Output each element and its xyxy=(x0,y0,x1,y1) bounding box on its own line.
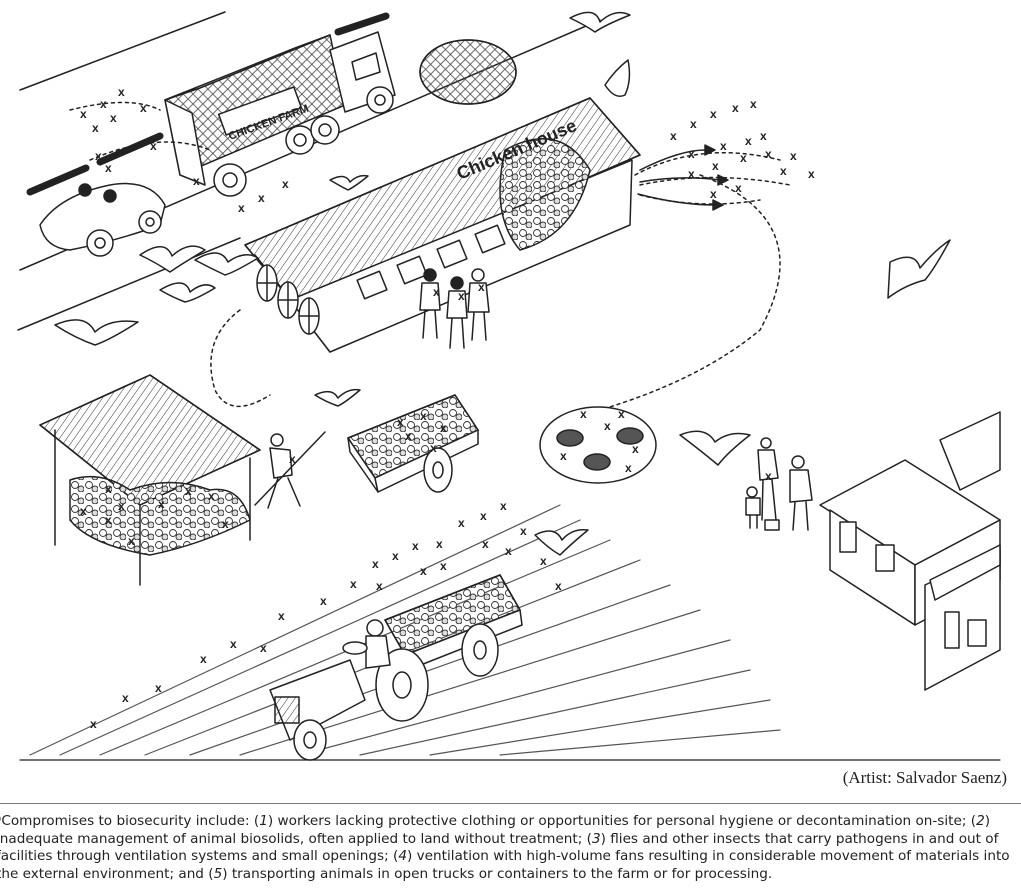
x-marker: x xyxy=(808,167,815,181)
netted-birds-sphere xyxy=(419,39,517,105)
x-marker: x xyxy=(80,107,87,121)
x-marker: x xyxy=(412,539,419,553)
artist-credit: (Artist: Salvador Saenz) xyxy=(842,768,1007,787)
x-marker: x xyxy=(140,101,147,115)
chicken-house: Chicken house xyxy=(244,97,641,353)
x-marker: x xyxy=(580,407,587,421)
x-marker: x xyxy=(282,177,289,191)
x-marker: x xyxy=(155,681,162,695)
x-marker: x xyxy=(128,534,135,548)
chicken-farm-truck: CHICKEN FARM xyxy=(164,31,396,197)
convertible-car xyxy=(39,182,166,257)
x-marker: x xyxy=(95,149,102,163)
divider-line xyxy=(0,803,1021,804)
x-marker: x xyxy=(90,717,97,731)
x-marker: x xyxy=(92,121,99,135)
x-marker: x xyxy=(320,594,327,608)
x-marker: x xyxy=(458,516,465,530)
x-marker: x xyxy=(440,559,447,573)
x-marker: x xyxy=(193,174,200,188)
x-marker: x xyxy=(208,489,215,503)
family-group xyxy=(745,437,813,531)
x-marker: x xyxy=(458,289,465,303)
x-marker: x xyxy=(505,544,512,558)
x-marker: x xyxy=(278,609,285,623)
x-marker: x xyxy=(500,499,507,513)
insects-magnified xyxy=(539,406,657,484)
x-marker: x xyxy=(688,147,695,161)
x-marker: x xyxy=(397,415,404,429)
x-marker: x xyxy=(350,577,357,591)
x-marker: x xyxy=(372,557,379,571)
x-marker: x xyxy=(430,441,437,455)
x-marker: x xyxy=(105,161,112,175)
x-marker: x xyxy=(222,517,229,531)
x-marker: x xyxy=(480,509,487,523)
x-marker: x xyxy=(765,147,772,161)
x-marker: x xyxy=(289,452,296,466)
x-marker: x xyxy=(750,97,757,111)
x-marker: x xyxy=(260,641,267,655)
x-marker: x xyxy=(376,579,383,593)
manure-shed xyxy=(39,374,261,586)
x-marker: x xyxy=(118,499,125,513)
biosecurity-illustration: CHICKEN FARM Chicken house xyxy=(17,11,1001,761)
x-marker: x xyxy=(790,149,797,163)
residential-houses xyxy=(819,411,1001,691)
x-marker: x xyxy=(158,497,165,511)
x-marker: x xyxy=(238,201,245,215)
x-marker: x xyxy=(670,129,677,143)
x-marker: x xyxy=(105,482,112,496)
x-marker: x xyxy=(520,524,527,538)
x-marker: x xyxy=(482,537,489,551)
x-marker: x xyxy=(604,419,611,433)
x-marker: x xyxy=(710,107,717,121)
poultry-cart xyxy=(347,394,479,493)
x-marker: x xyxy=(732,101,739,115)
x-marker: x xyxy=(440,421,447,435)
x-marker: x xyxy=(110,111,117,125)
figure-caption: ᵃCompromises to biosecurity include: (1)… xyxy=(0,813,1010,882)
x-marker: x xyxy=(760,129,767,143)
x-marker: x xyxy=(436,537,443,551)
x-marker: x xyxy=(433,285,440,299)
x-marker: x xyxy=(710,187,717,201)
x-marker: x xyxy=(688,167,695,181)
fan-exhaust-arrows xyxy=(637,144,729,211)
x-marker: x xyxy=(632,442,639,456)
tractor-with-trailer xyxy=(269,574,523,761)
x-marker: x xyxy=(720,139,727,153)
wild-birds xyxy=(54,11,951,556)
x-marker: x xyxy=(185,484,192,498)
x-marker: x xyxy=(780,164,787,178)
x-marker: x xyxy=(740,151,747,165)
x-marker: x xyxy=(100,97,107,111)
x-marker: x xyxy=(405,429,412,443)
x-marker: x xyxy=(80,504,87,518)
x-marker: x xyxy=(555,579,562,593)
x-marker: x xyxy=(478,280,485,294)
x-marker: x xyxy=(420,409,427,423)
x-marker: x xyxy=(560,449,567,463)
x-marker: x xyxy=(118,85,125,99)
x-marker: x xyxy=(625,461,632,475)
workers-group xyxy=(419,268,490,349)
x-marker: x xyxy=(618,407,625,421)
x-marker: x xyxy=(150,139,157,153)
x-marker: x xyxy=(392,549,399,563)
x-marker: x xyxy=(765,469,772,483)
x-marker: x xyxy=(122,691,129,705)
x-marker: x xyxy=(200,652,207,666)
worker-raking xyxy=(254,431,326,509)
x-marker: x xyxy=(712,159,719,173)
x-marker: x xyxy=(105,513,112,527)
x-marker: x xyxy=(690,117,697,131)
x-marker: x xyxy=(745,134,752,148)
x-marker: x xyxy=(540,554,547,568)
x-marker: x xyxy=(230,637,237,651)
x-marker: x xyxy=(258,191,265,205)
x-marker: x xyxy=(420,564,427,578)
x-marker: x xyxy=(735,181,742,195)
